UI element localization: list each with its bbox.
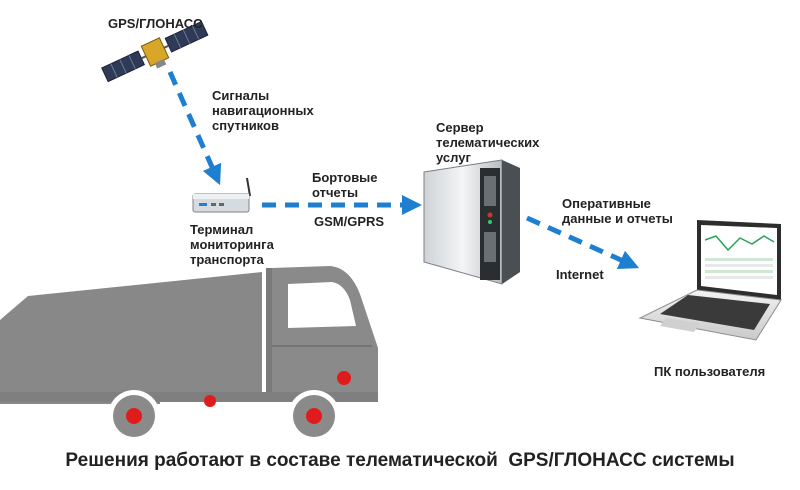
- internet-label: Internet: [556, 267, 604, 282]
- diagram-caption: Решения работают в составе телематическо…: [65, 450, 735, 471]
- terminal-label-line: Терминал: [190, 222, 254, 237]
- data-label: Оперативные данные и отчеты: [562, 196, 673, 226]
- terminal-device-icon: [192, 177, 251, 213]
- terminal-label: Терминал мониторинга транспорта: [190, 222, 274, 267]
- terminal-label-line: транспорта: [190, 252, 264, 267]
- server-icon: [423, 159, 520, 285]
- data-label-line: данные и отчеты: [562, 211, 673, 226]
- data-arrow: [525, 215, 640, 270]
- pc-label: ПК пользователя: [654, 364, 766, 379]
- signal-label-line: спутников: [212, 118, 279, 133]
- laptop-icon: [638, 220, 782, 341]
- satellite-icon: [101, 20, 209, 83]
- server-label: Сервер телематических услуг: [436, 120, 539, 165]
- gsm-gprs-label: GSM/GPRS: [314, 214, 385, 229]
- signal-label-line: навигационных: [212, 103, 314, 118]
- signal-label: Сигналы навигационных спутников: [212, 88, 314, 133]
- server-label-line: телематических: [436, 135, 540, 150]
- reports-label: Бортовые отчеты: [312, 170, 378, 200]
- signal-arrow: [167, 70, 222, 186]
- data-label-line: Оперативные: [562, 196, 651, 211]
- server-label-line: услуг: [436, 150, 471, 165]
- reports-label-line: Бортовые: [312, 170, 378, 185]
- signal-label-line: Сигналы: [212, 88, 270, 103]
- reports-label-line: отчеты: [312, 185, 359, 200]
- server-label-line: Сервер: [436, 120, 484, 135]
- terminal-label-line: мониторинга: [190, 237, 274, 252]
- satellite-label: GPS/ГЛОНАСС: [108, 16, 203, 31]
- truck-icon: [0, 266, 378, 442]
